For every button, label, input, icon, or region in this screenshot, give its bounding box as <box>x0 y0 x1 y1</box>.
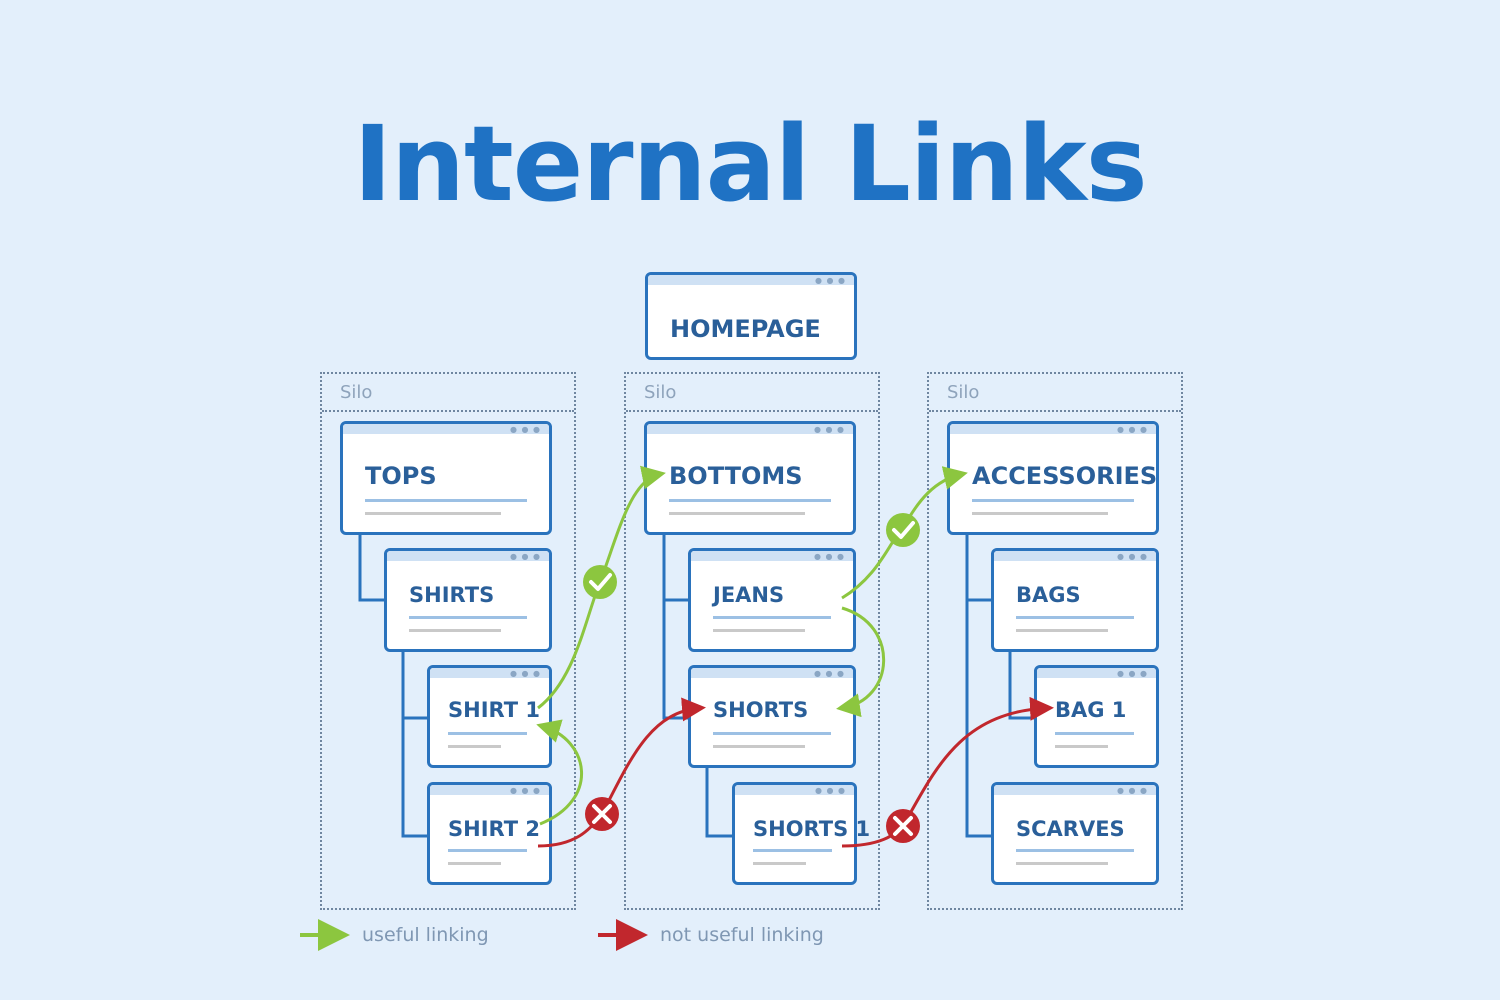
homepage-card: ● ● ● HOMEPAGE <box>645 272 857 360</box>
homepage-label: HOMEPAGE <box>670 315 821 343</box>
silo-tops: Silo <box>320 372 576 910</box>
silo-label: Silo <box>340 382 373 403</box>
accessories-card: ● ● ● ACCESSORIES <box>947 421 1159 535</box>
accessories-label: ACCESSORIES <box>972 462 1158 490</box>
silo-label: Silo <box>947 382 980 403</box>
bags-card: ● ● ● BAGS <box>991 548 1159 652</box>
cross-icon <box>585 797 619 831</box>
silo-label: Silo <box>644 382 677 403</box>
shirt-2-label: SHIRT 2 <box>448 817 540 841</box>
jeans-label: JEANS <box>713 583 785 607</box>
scarves-label: SCARVES <box>1016 817 1125 841</box>
not-useful-link-arrow <box>537 697 706 848</box>
check-icon <box>886 513 920 547</box>
bag-1-card: ● ● ● BAG 1 <box>1034 665 1159 768</box>
shorts-1-label: SHORTS 1 <box>753 817 871 841</box>
jeans-card: ● ● ● JEANS <box>688 548 856 652</box>
shorts-card: ● ● ● SHORTS <box>688 665 856 768</box>
shirts-label: SHIRTS <box>409 583 495 607</box>
cross-icon <box>886 809 920 843</box>
shirt-1-label: SHIRT 1 <box>448 698 540 722</box>
shorts-1-card: ● ● ● SHORTS 1 <box>732 782 870 885</box>
tops-label: TOPS <box>365 462 437 490</box>
useful-link-arrow <box>836 606 886 718</box>
legend-not-useful-label: not useful linking <box>660 924 824 946</box>
tops-card: ● ● ● TOPS <box>340 421 552 535</box>
bag-1-label: BAG 1 <box>1055 698 1127 722</box>
bags-label: BAGS <box>1016 583 1081 607</box>
check-icon <box>583 565 617 599</box>
shirt-2-card: ● ● ● SHIRT 2 <box>427 782 552 885</box>
bottoms-card: ● ● ● BOTTOMS <box>644 421 856 535</box>
shorts-label: SHORTS <box>713 698 809 722</box>
shirt-1-card: ● ● ● SHIRT 1 <box>427 665 552 768</box>
shirts-card: ● ● ● SHIRTS <box>384 548 552 652</box>
scarves-card: ● ● ● SCARVES <box>991 782 1159 885</box>
not-useful-link-arrow <box>841 696 1054 848</box>
legend-useful-label: useful linking <box>362 924 489 946</box>
bottoms-label: BOTTOMS <box>669 462 803 490</box>
useful-link-arrow <box>536 719 583 826</box>
page-title: Internal Links <box>353 103 1147 225</box>
silo-accessories: Silo <box>927 372 1183 910</box>
